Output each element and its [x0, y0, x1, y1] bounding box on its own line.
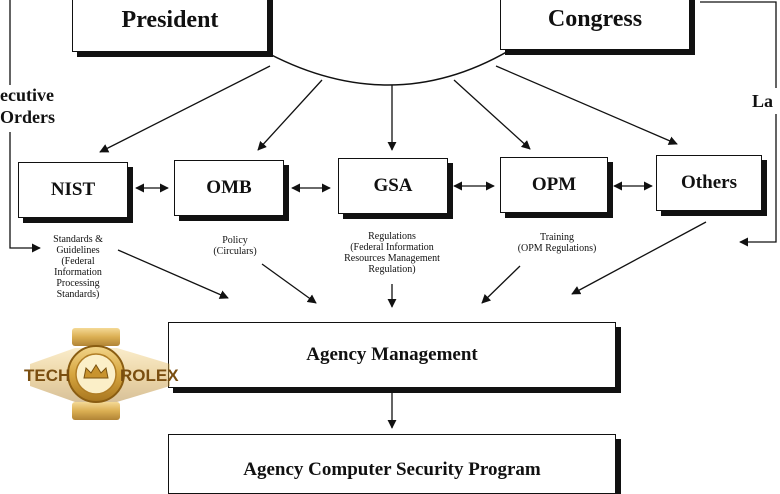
nist-caption: Standards & Guidelines (Federal Informat… — [38, 234, 118, 300]
arrow-to-opm — [453, 79, 531, 150]
arrow-opm-to-mgmt — [481, 265, 521, 304]
arrow-nist-to-mgmt — [117, 249, 229, 299]
arrow-to-nist — [99, 65, 271, 153]
logo-text-right: ROLEX — [120, 366, 179, 385]
executive-orders-line1: ecutive — [0, 85, 54, 105]
omb-caption-line: (Circulars) — [213, 246, 257, 257]
gsa-label: GSA — [373, 175, 413, 196]
arrow-others-to-mgmt — [571, 221, 707, 295]
opm-caption-line: (OPM Regulations) — [517, 243, 597, 254]
opm-label: OPM — [531, 174, 577, 195]
omb-caption: Policy (Circulars) — [190, 235, 280, 257]
gsa-caption-line: (Federal Information — [350, 242, 434, 253]
opm-box: OPM — [500, 157, 608, 213]
arrow-to-others — [495, 65, 678, 145]
nist-caption-line: Guidelines — [56, 245, 100, 256]
gsa-caption-line: Regulation) — [368, 264, 416, 275]
agency-management-box: Agency Management — [168, 322, 616, 388]
agency-management-label: Agency Management — [306, 344, 478, 365]
nist-caption-line: Standards & — [53, 234, 103, 245]
nist-caption-line: (Federal — [61, 256, 95, 267]
nist-caption-line: Standards) — [56, 289, 100, 300]
president-label: President — [121, 6, 219, 33]
omb-label: OMB — [206, 177, 252, 198]
opm-caption-line: Training — [539, 232, 575, 243]
arrow-to-omb — [257, 79, 323, 151]
congress-label: Congress — [547, 5, 643, 32]
nist-label: NIST — [50, 179, 96, 200]
executive-orders-label: ecutive Orders — [0, 84, 55, 128]
nist-caption-line: Information — [54, 267, 102, 278]
laws-line-lower — [739, 114, 777, 247]
gsa-box: GSA — [338, 158, 448, 214]
connector-lines — [9, 0, 777, 429]
laws-label: La — [752, 90, 773, 112]
security-program-label: Agency Computer Security Program — [243, 459, 541, 480]
nist-box: NIST — [18, 162, 128, 218]
gsa-caption: Regulations (Federal Information Resourc… — [322, 231, 462, 275]
arrow-omb-to-mgmt — [261, 263, 317, 304]
gsa-caption-line: Resources Management — [344, 253, 440, 264]
tech-rolex-logo: TECH ROLEX — [24, 328, 179, 420]
opm-caption: Training (OPM Regulations) — [498, 232, 616, 254]
others-label: Others — [681, 172, 737, 193]
others-box: Others — [656, 155, 762, 211]
executive-orders-line2: Orders — [0, 107, 55, 127]
laws-line1: La — [752, 91, 774, 111]
omb-caption-line: Policy — [222, 235, 248, 246]
congress-box: Congress — [500, 0, 690, 50]
president-box: President — [72, 0, 268, 52]
omb-box: OMB — [174, 160, 284, 216]
logo-text-left: TECH — [24, 366, 70, 385]
nist-caption-line: Processing — [56, 278, 100, 289]
gsa-caption-line: Regulations — [368, 231, 416, 242]
security-program-box: Agency Computer Security Program — [168, 434, 616, 494]
executive-orders-line-lower — [9, 132, 41, 253]
laws-line — [700, 1, 777, 88]
oversight-arc — [261, 49, 511, 86]
